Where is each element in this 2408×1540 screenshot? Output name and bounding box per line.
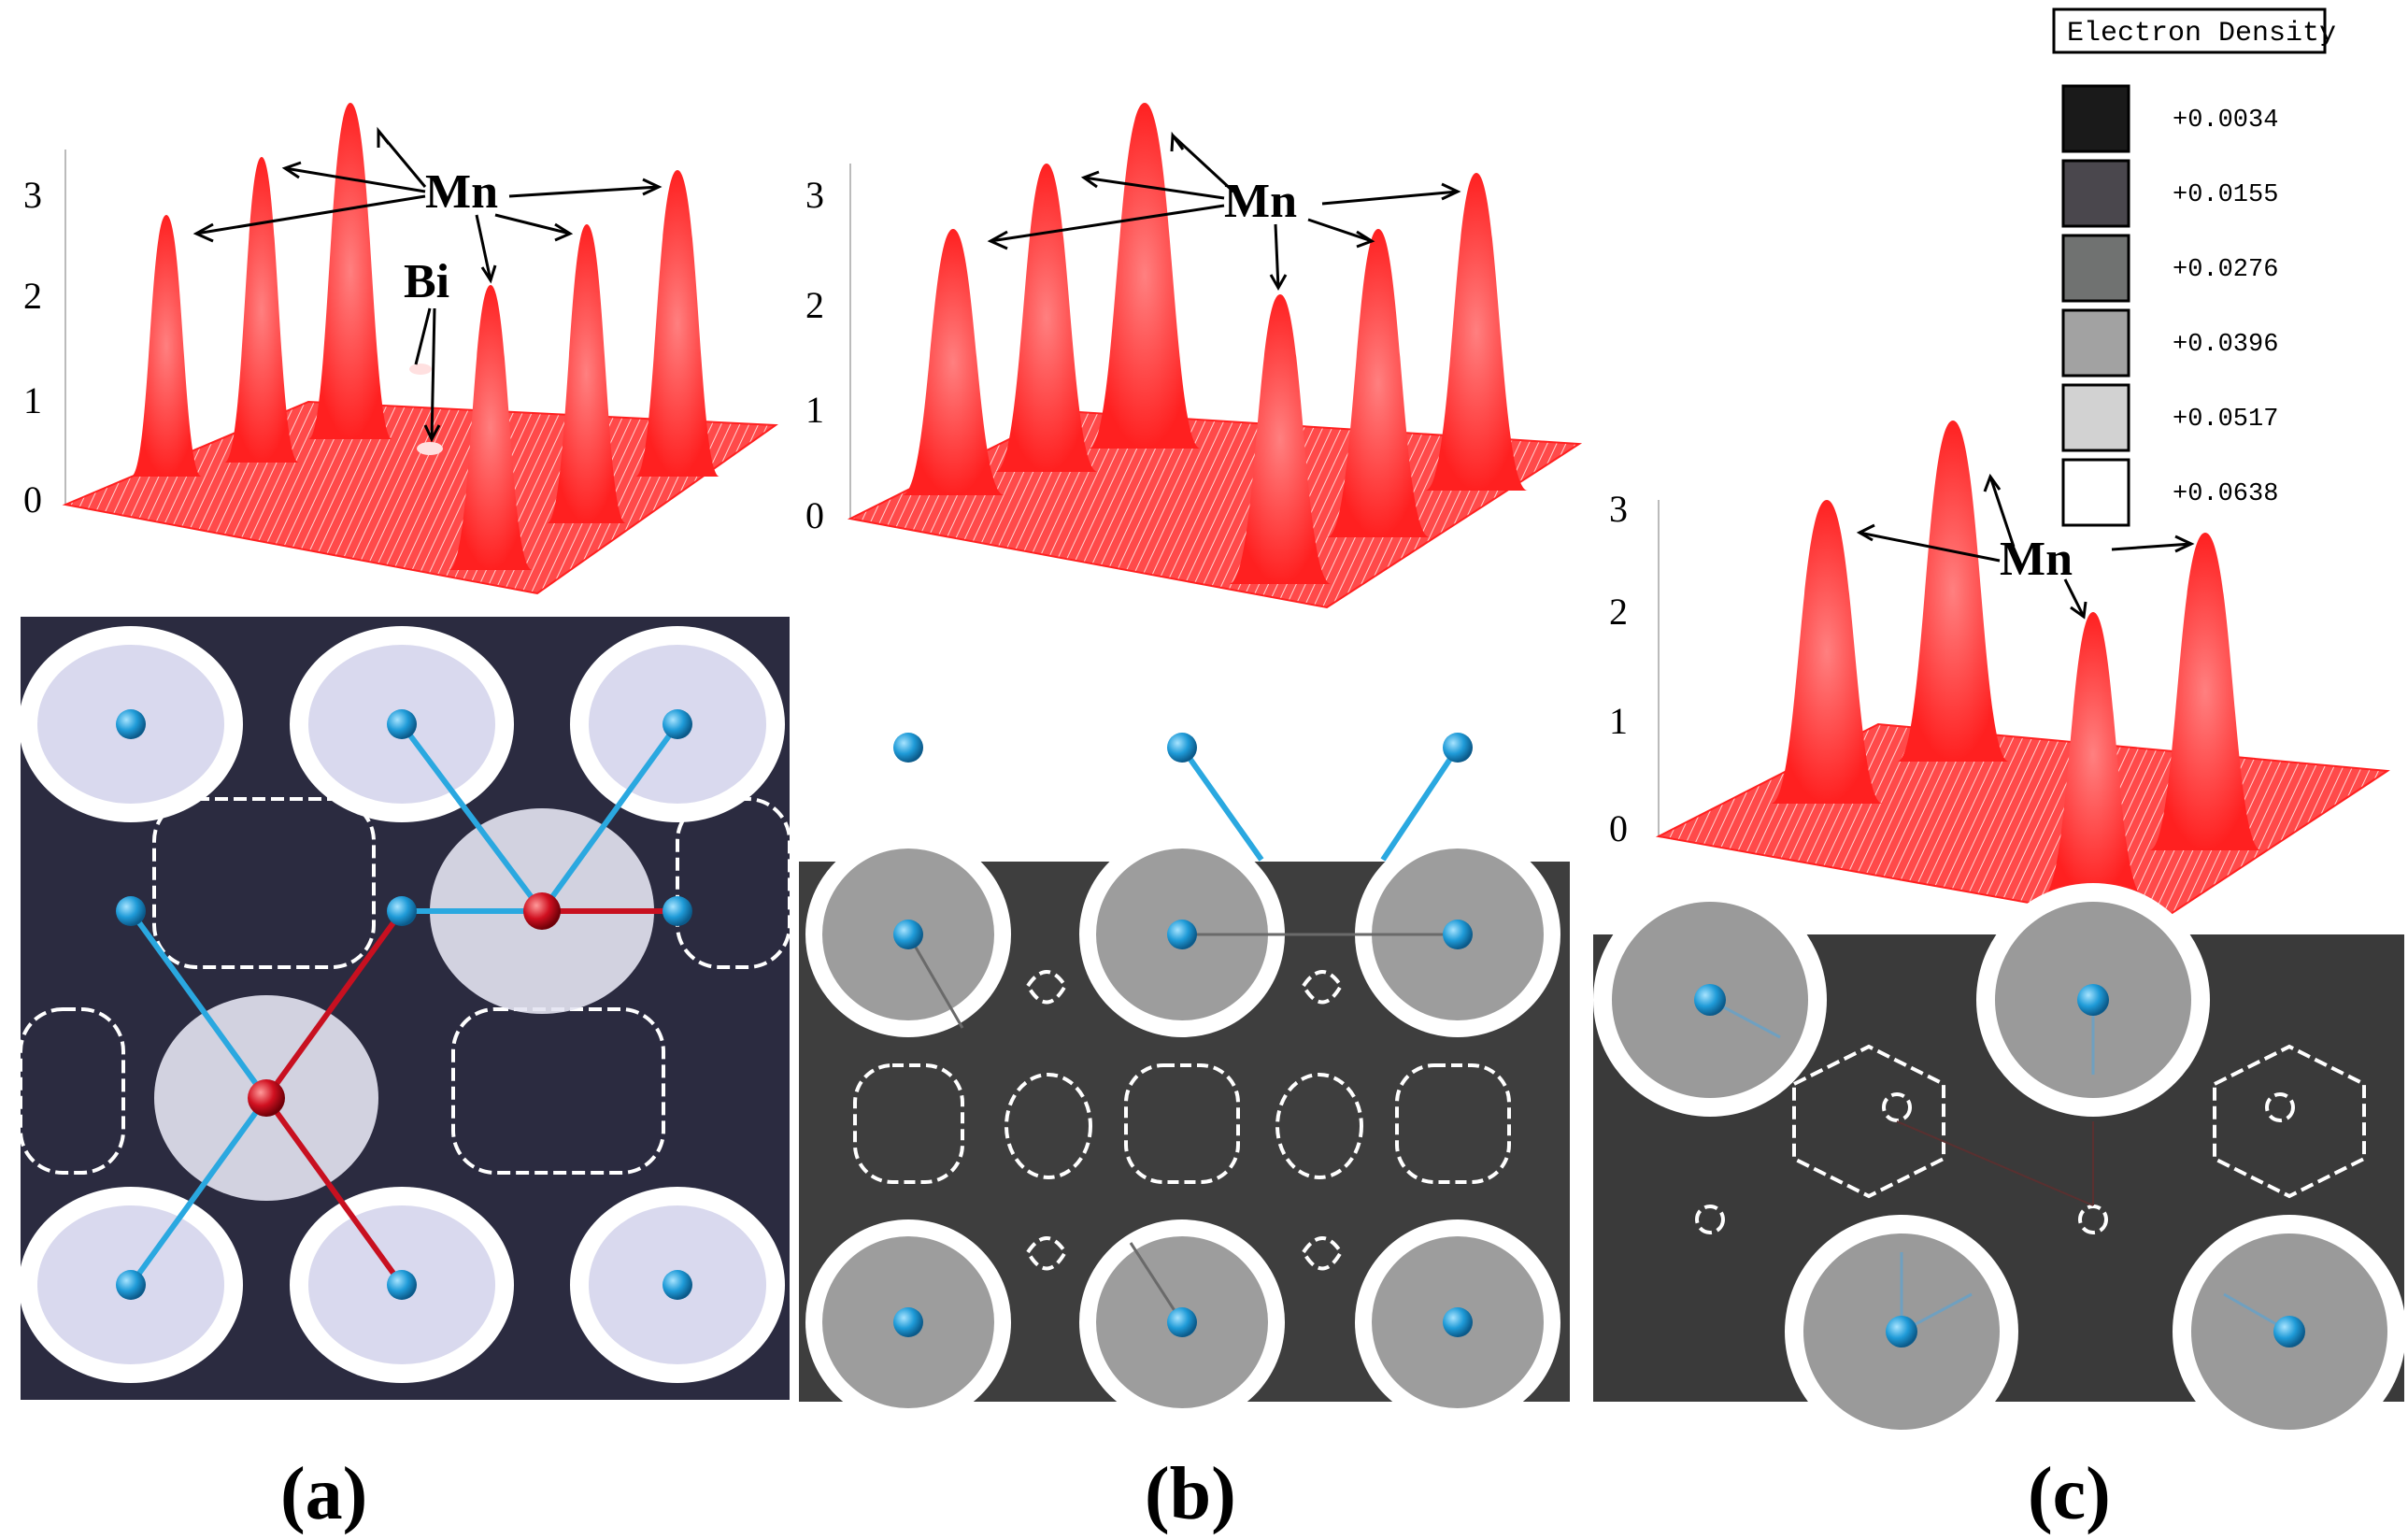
- panel-b-mn-atom: [893, 733, 923, 763]
- panel-b-faint-bonds: [906, 933, 1458, 1323]
- panel-b-annotation-arrows: [987, 131, 1461, 292]
- panel-b-bond: [1179, 746, 1264, 862]
- legend-value: +0.0517: [2173, 406, 2278, 434]
- panel-a-bi-bump: [417, 442, 443, 455]
- panel-c-mn-peak: [2042, 612, 2144, 897]
- panel-b-mn-atom: [1167, 1307, 1197, 1337]
- panel-b-contour-lines: [853, 970, 1511, 1271]
- panel-b-label: (b): [1145, 1453, 1236, 1535]
- panel-a-mn-atom: [387, 1270, 417, 1300]
- panel-b-mn-atom: [893, 920, 923, 949]
- panel-b-z-tick: 0: [805, 494, 824, 536]
- panel-c-z-tick: 2: [1609, 591, 1628, 633]
- panel-b-mn-atom: [1443, 1307, 1473, 1337]
- panel-c-contour-map: [1593, 883, 2406, 1448]
- panel-b-mn-label: Mn: [1224, 175, 1297, 228]
- panel-c-mn-atom: [2273, 1316, 2305, 1348]
- legend-value: +0.0396: [2173, 331, 2278, 359]
- panel-c-mn-atom: [2077, 984, 2109, 1016]
- panel-b-bond: [1380, 746, 1460, 862]
- legend-value: +0.0034: [2173, 107, 2278, 135]
- panel-c-base-plane: [1655, 722, 2390, 927]
- panel-c-z-tick: 0: [1609, 807, 1628, 849]
- panel-b-z-tick: 1: [805, 389, 824, 431]
- panel-a-bi-label: Bi: [404, 255, 449, 308]
- panel-b-mn-atom: [1167, 733, 1197, 763]
- panel-a-bi-bump: [409, 364, 432, 375]
- panel-b-mn-atom: [1443, 733, 1473, 763]
- panel-b-mn-atom: [1167, 920, 1197, 949]
- panel-a-z-tick: 3: [23, 174, 42, 216]
- panel-b-contour-map: [799, 733, 1570, 1425]
- panel-a-mn-peak: [308, 103, 392, 439]
- panel-a-mn-atom: [387, 709, 417, 739]
- panel-a-mn-atom: [116, 709, 146, 739]
- panel-b-mn-peak: [995, 164, 1098, 472]
- panel-a-mn-atom: [663, 709, 692, 739]
- panel-b-surface: 3 2 1 0 Mn: [805, 103, 1583, 609]
- electron-density-legend: Electron Density +0.0034 +0.0155 +0.0276…: [2052, 7, 2336, 527]
- panel-a-label: (a): [280, 1453, 367, 1535]
- panel-a-mn-peak: [547, 224, 626, 523]
- legend-value: +0.0276: [2173, 256, 2278, 284]
- panel-c-z-tick: 1: [1609, 700, 1628, 742]
- panel-b-mn-atom: [1443, 920, 1473, 949]
- panel-b-mn-peak: [1229, 294, 1332, 584]
- panel-c-mn-peak: [1897, 421, 2009, 762]
- panel-a-z-tick: 0: [23, 478, 42, 520]
- panel-c-surface: 3 2 1 0 Mn: [1609, 421, 2390, 927]
- panel-c-faint-bonds: [1896, 1120, 2094, 1206]
- legend-value: +0.0155: [2173, 181, 2278, 209]
- panel-b-mn-peak: [1089, 103, 1201, 449]
- panel-a-mn-atom: [663, 896, 692, 926]
- panel-b-z-tick: 2: [805, 284, 824, 326]
- panel-c-label: (c): [2028, 1453, 2111, 1535]
- panel-c-annotation-arrows: [1856, 473, 2195, 620]
- legend-swatch: [2061, 84, 2130, 153]
- panel-b-mn-peak: [902, 229, 1005, 495]
- panel-a-z-tick: 2: [23, 275, 42, 317]
- panel-c-z-tick: 3: [1609, 488, 1628, 530]
- panel-b-mn-peak: [1425, 173, 1528, 491]
- panel-a-mn-atom: [116, 896, 146, 926]
- panel-c-mn-atom: [1886, 1316, 1917, 1348]
- panel-c-mn-peak: [2149, 533, 2261, 850]
- panel-a-mn-label: Mn: [425, 165, 498, 219]
- legend-swatch: [2061, 159, 2130, 228]
- panel-a-z-tick: 1: [23, 379, 42, 421]
- legend-value: +0.0638: [2173, 480, 2278, 508]
- panel-a-mn-atom: [387, 896, 417, 926]
- panel-a-mn-peak: [449, 285, 533, 570]
- panel-a-mn-peak: [131, 215, 202, 477]
- panel-a-mn-peak: [224, 157, 299, 463]
- panel-a-bi-atom: [523, 892, 561, 930]
- legend-title: Electron Density: [2067, 18, 2336, 50]
- panel-a-mn-atom: [116, 1270, 146, 1300]
- panel-b-z-tick: 3: [805, 174, 824, 216]
- legend-swatch: [2061, 308, 2130, 378]
- panel-a-bi-atom: [248, 1079, 285, 1117]
- panel-a-contour-map: [19, 617, 791, 1400]
- panel-a-surface: 3 2 1 0 Mn Bi: [23, 103, 778, 595]
- panel-a-annotation-arrows: [192, 126, 663, 443]
- legend-swatch: [2061, 234, 2130, 303]
- panel-a-mn-atom: [663, 1270, 692, 1300]
- panel-c-mn-peak: [1771, 500, 1883, 804]
- legend-swatch: [2061, 383, 2130, 452]
- legend-swatch: [2061, 458, 2130, 527]
- panel-c-mn-atom: [1694, 984, 1726, 1016]
- panel-b-mn-atom: [893, 1307, 923, 1337]
- panel-a-mn-peak: [635, 170, 720, 477]
- panel-c-contour-lines: [1695, 1044, 2366, 1234]
- panel-b-mn-peak: [1327, 229, 1430, 537]
- panel-a-bonds: [128, 722, 680, 1287]
- legend-title-box: [2052, 7, 2327, 54]
